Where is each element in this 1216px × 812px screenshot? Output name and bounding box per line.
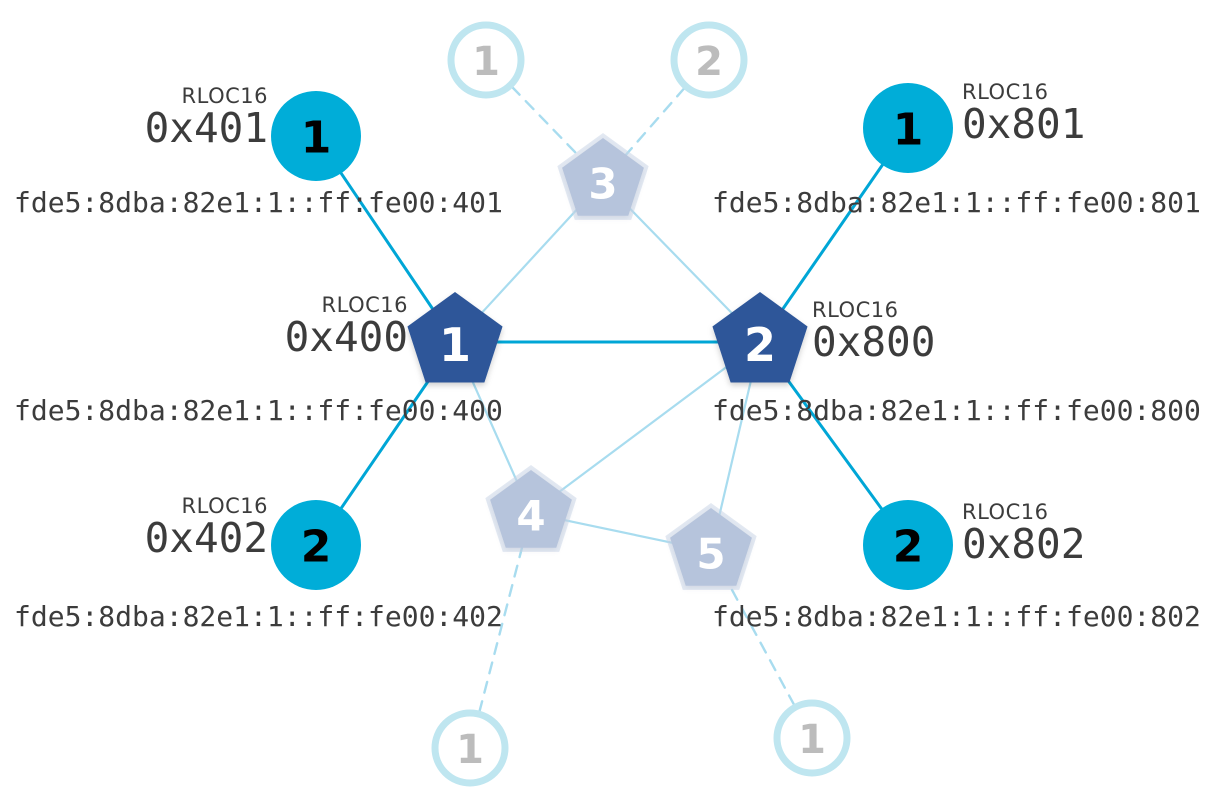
node-number: 1 bbox=[456, 727, 484, 773]
link-child-801-to-router-800 bbox=[781, 162, 885, 310]
link-router-800-to-router-5 bbox=[717, 380, 752, 518]
node-child-801[interactable]: 1 bbox=[863, 83, 953, 173]
node-router-3[interactable]: 3 bbox=[557, 133, 649, 220]
pentagon-shape bbox=[712, 292, 808, 383]
circle-shape bbox=[271, 91, 361, 181]
pentagon-shape bbox=[490, 470, 572, 548]
link-ghost-bottom-left-to-router-4 bbox=[478, 545, 524, 714]
nodes-layer: 1 2 1 2 1 2 3 4 5 1 2 1 1 bbox=[271, 21, 953, 787]
circle-shape bbox=[271, 500, 361, 590]
node-child-401[interactable]: 1 bbox=[271, 91, 361, 181]
node-router-400[interactable]: 1 bbox=[407, 292, 503, 383]
circle-shape bbox=[431, 709, 509, 787]
node-router-4[interactable]: 4 bbox=[485, 465, 577, 552]
node-number: 1 bbox=[472, 39, 500, 85]
circle-shape bbox=[863, 500, 953, 590]
node-router-800[interactable]: 2 bbox=[712, 292, 808, 383]
node-number: 3 bbox=[588, 160, 617, 209]
node-ghost-top-left[interactable]: 1 bbox=[447, 21, 525, 99]
node-number: 2 bbox=[744, 318, 776, 372]
link-router-800-to-router-4 bbox=[558, 365, 729, 494]
node-number: 4 bbox=[516, 492, 545, 541]
link-child-402-to-router-400 bbox=[339, 374, 434, 511]
circle-shape bbox=[863, 83, 953, 173]
link-router-800-to-router-3 bbox=[626, 205, 733, 314]
circle-shape bbox=[447, 21, 525, 99]
node-child-402[interactable]: 2 bbox=[271, 500, 361, 590]
link-router-400-to-router-4 bbox=[470, 378, 518, 482]
link-ghost-bottom-right-to-router-5 bbox=[726, 580, 796, 707]
node-number: 2 bbox=[301, 522, 332, 573]
link-child-401-to-router-400 bbox=[339, 171, 434, 310]
pentagon-shape bbox=[407, 292, 503, 383]
node-number: 1 bbox=[439, 318, 471, 372]
circle-shape bbox=[773, 699, 851, 777]
pentagon-shape bbox=[670, 508, 752, 586]
links-layer bbox=[339, 85, 885, 714]
pentagon-shape bbox=[562, 138, 644, 216]
link-router-4-to-router-5 bbox=[564, 519, 678, 545]
node-router-5[interactable]: 5 bbox=[665, 503, 757, 590]
node-ghost-top-right[interactable]: 2 bbox=[670, 21, 748, 99]
node-number: 2 bbox=[695, 39, 723, 85]
link-ghost-top-left-to-router-3 bbox=[510, 85, 580, 157]
node-ghost-bottom-left[interactable]: 1 bbox=[431, 709, 509, 787]
node-number: 1 bbox=[893, 105, 924, 156]
link-ghost-top-right-to-router-3 bbox=[625, 86, 686, 156]
node-ghost-bottom-right[interactable]: 1 bbox=[773, 699, 851, 777]
node-number: 5 bbox=[696, 530, 725, 579]
node-number: 1 bbox=[301, 113, 332, 164]
node-number: 1 bbox=[798, 717, 826, 763]
node-number: 2 bbox=[893, 522, 924, 573]
node-child-802[interactable]: 2 bbox=[863, 500, 953, 590]
circle-shape bbox=[670, 21, 748, 99]
link-child-802-to-router-800 bbox=[782, 373, 884, 511]
link-router-400-to-router-3 bbox=[481, 205, 581, 313]
